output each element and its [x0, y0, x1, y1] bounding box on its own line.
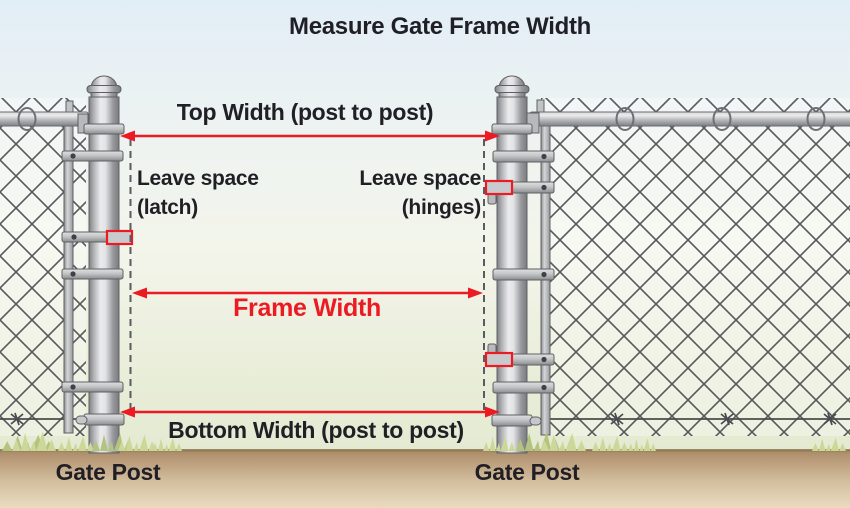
top-hinge: [484, 179, 514, 196]
bottom-band: [491, 414, 533, 427]
bottom-width-label: Bottom Width (post to post): [168, 417, 464, 443]
latch-bracket: [105, 229, 134, 246]
bottom-hinge: [484, 351, 514, 368]
tension-band: [492, 268, 555, 281]
tension-band: [492, 150, 555, 163]
leave-space-latch-label: Leave space (latch): [137, 164, 259, 222]
tension-band: [61, 150, 124, 162]
right-fence-section: [526, 98, 850, 436]
leave-space-hinges-line2: (hinges): [401, 196, 482, 219]
tension-band: [492, 381, 555, 394]
bottom-width-arrow: [120, 406, 500, 418]
tension-band: [61, 268, 124, 280]
diagram-title: Measure Gate Frame Width: [289, 13, 591, 40]
frame-width-arrow: [132, 287, 483, 299]
left-gate-post: [61, 75, 134, 454]
right-gate-post-label: Gate Post: [474, 459, 580, 485]
rail-loop-cap: [615, 107, 635, 131]
post-band: [491, 123, 533, 135]
chain-link-mesh-right: [541, 98, 850, 436]
rail-loop-cap: [712, 107, 732, 131]
left-gate-post-label: Gate Post: [55, 459, 161, 485]
leave-space-latch-line2: (latch): [137, 196, 198, 219]
rail-loop-cap: [806, 107, 826, 131]
frame-width-label: Frame Width: [233, 294, 381, 322]
rail-loop-cap: [17, 107, 37, 131]
dirt-ground: [0, 450, 850, 508]
top-width-label: Top Width (post to post): [176, 99, 434, 125]
top-rail-right: [529, 111, 850, 127]
post-band: [83, 123, 125, 135]
leave-space-latch-line1: Leave space: [137, 167, 259, 190]
top-rail-left: [0, 111, 89, 127]
frame-reference-lines: [129, 139, 485, 410]
tension-band: [61, 381, 124, 393]
top-width-arrow: [120, 130, 500, 142]
leave-space-hinges-label: Leave space (hinges): [359, 164, 481, 222]
leave-space-hinges-line1: Leave space: [359, 167, 481, 190]
bottom-band: [83, 413, 125, 426]
right-gate-post: [484, 75, 555, 454]
dirt-edge-line: [0, 449, 850, 452]
